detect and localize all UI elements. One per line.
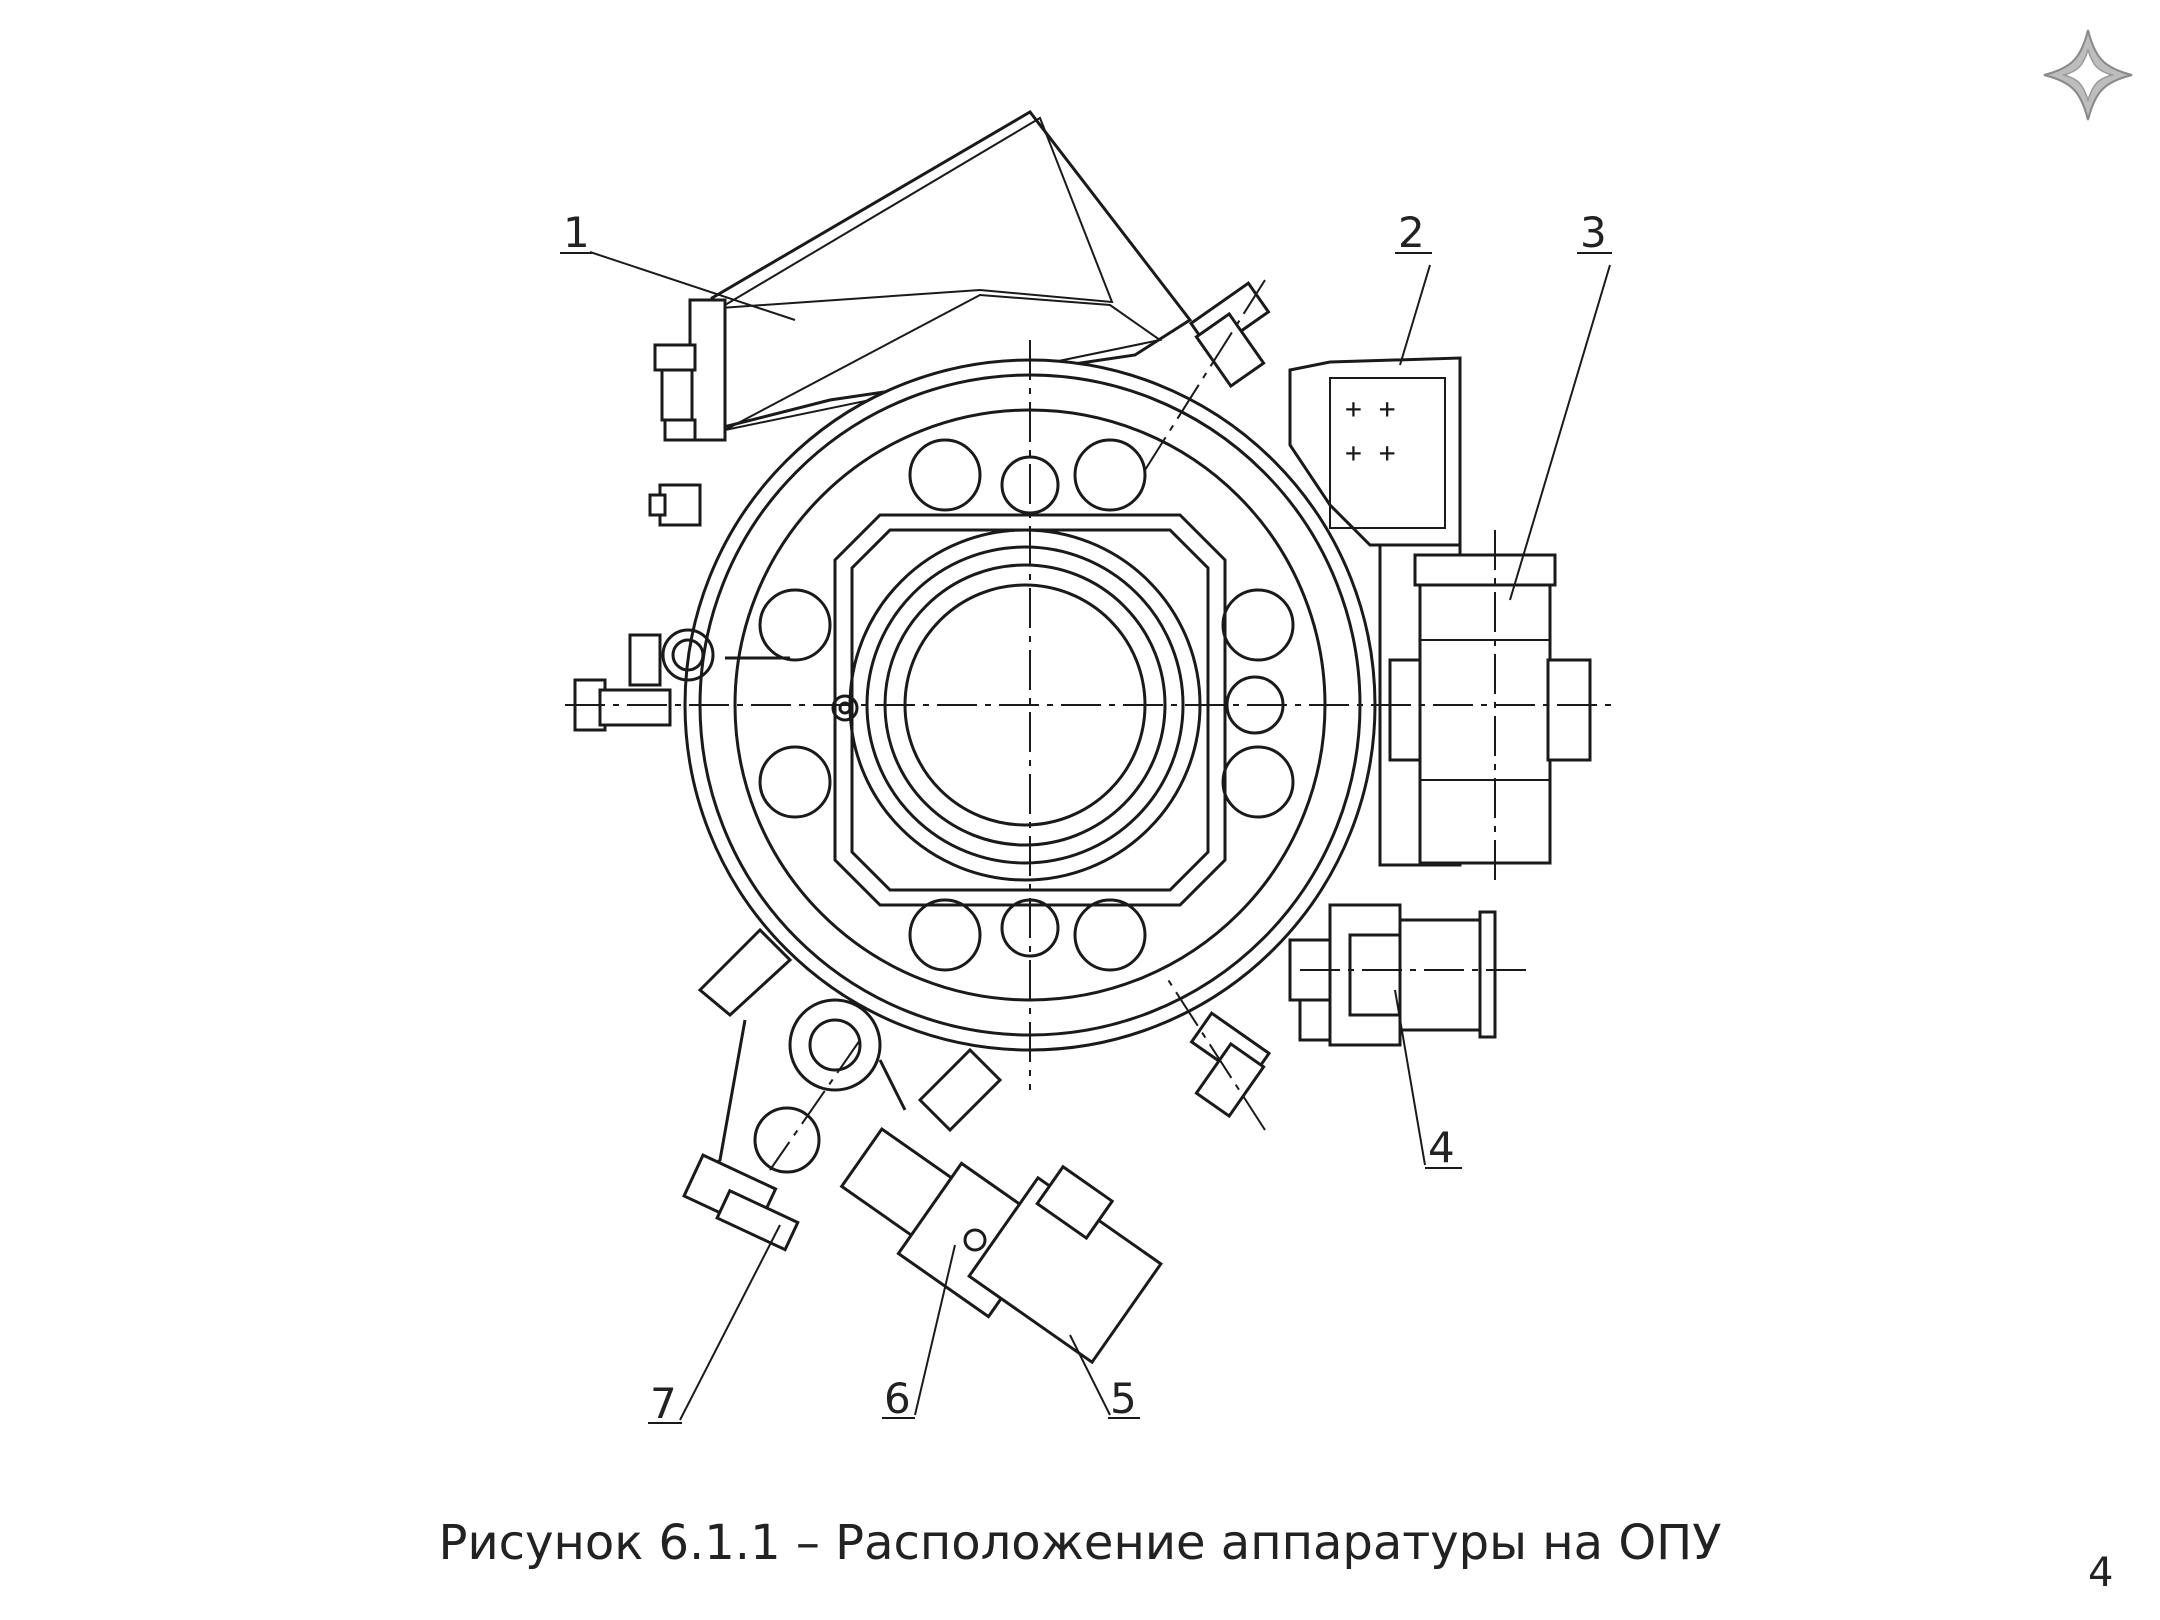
page-number: 4 [2088, 1550, 2114, 1596]
callout-1: 1 [563, 208, 590, 257]
svg-text:+ +: + + [1345, 436, 1396, 469]
leader-lines [560, 251, 1612, 1424]
logo-star-icon [2043, 29, 2133, 121]
svg-text:+ +: + + [1345, 392, 1396, 425]
unit-4-housing [1288, 903, 1497, 1047]
octagonal-frame [833, 513, 1227, 907]
callout-4: 4 [1428, 1123, 1455, 1172]
turret-body: + + + + [565, 110, 1615, 1365]
callout-2: 2 [1398, 208, 1425, 257]
callout-6: 6 [884, 1374, 911, 1423]
callout-5: 5 [1110, 1374, 1137, 1423]
bottom-mechanism [682, 927, 1163, 1365]
callout-3: 3 [1580, 208, 1607, 257]
callout-7: 7 [650, 1379, 677, 1428]
figure-caption: Рисунок 6.1.1 – Расположение аппаратуры … [438, 1515, 1722, 1571]
